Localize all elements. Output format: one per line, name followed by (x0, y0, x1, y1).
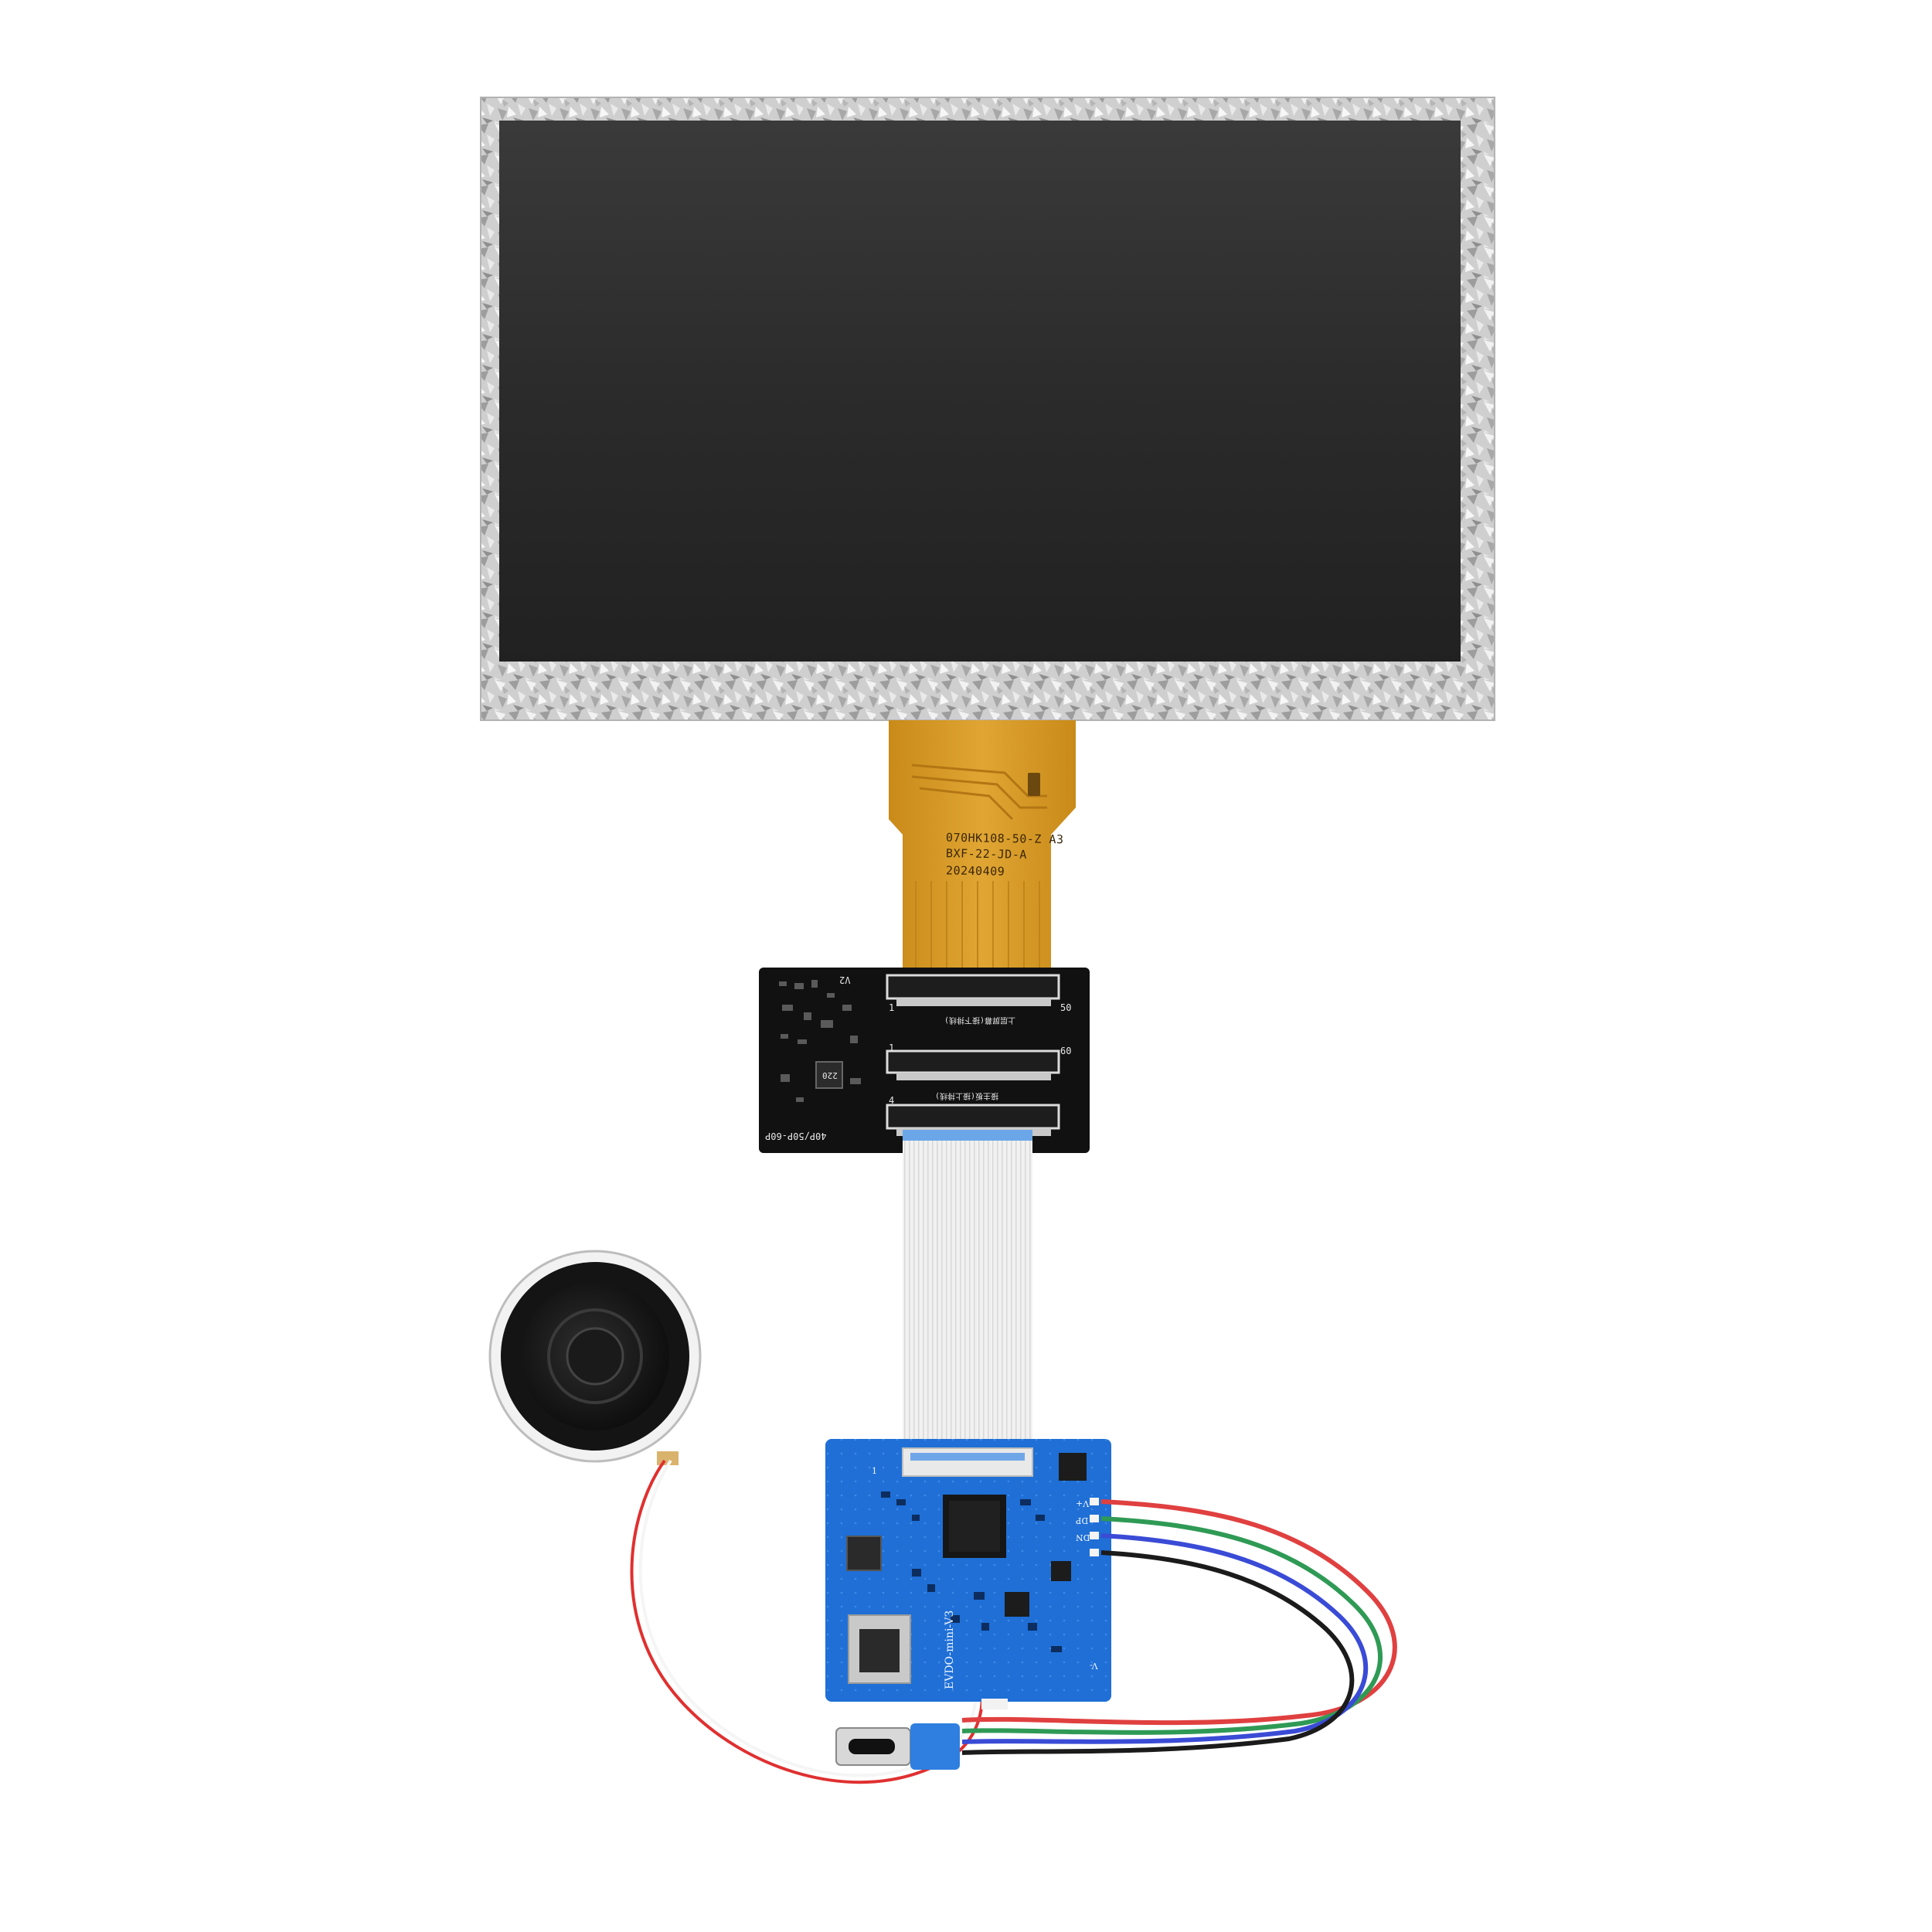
driver-board (825, 1439, 1111, 1709)
adapter-version: V2 (839, 975, 851, 985)
inductor-code: 220 (822, 1070, 838, 1080)
ribbon-cable (903, 1130, 1032, 1448)
driver-board-model: EVDO-mini-V3 (944, 1610, 956, 1689)
speaker (488, 1250, 702, 1465)
fpc-connector-top (886, 974, 1060, 1000)
pin-50-label: 50 (1060, 1002, 1072, 1013)
pin-1-top-label: 1 (889, 1002, 895, 1013)
usb-c-connector (835, 1723, 960, 1770)
audio-chip (1005, 1592, 1029, 1617)
pin-60-label: 60 (1060, 1046, 1072, 1056)
adapter-board (759, 968, 1090, 1153)
fpc-connector-bottom (886, 1104, 1060, 1130)
fpc-batch-code: BXF-22-JD-A (945, 846, 1028, 862)
pin-vplus-label: V+ (1076, 1498, 1090, 1509)
lcd-fpc-cable (889, 720, 1076, 970)
lcd-screen (499, 121, 1461, 662)
speaker-wire-red (630, 1459, 984, 1784)
pin-vminus-label: V- (1090, 1661, 1098, 1671)
connector-note-screen: 上层屏幕(接下排线) (944, 1015, 1016, 1024)
speaker-connector (981, 1699, 1008, 1709)
inductor (815, 1061, 843, 1089)
ribbon-connector (902, 1447, 1033, 1477)
pin-1-middle-label: 1 (889, 1043, 895, 1053)
lcd-panel (480, 97, 1495, 721)
fpc-date-code: 20240409 (945, 863, 1005, 879)
pin-4-label: 4 (889, 1095, 895, 1106)
pin-dp-label: DP (1076, 1515, 1089, 1526)
pin-1-driver-label: 1 (872, 1466, 877, 1476)
inductor (846, 1536, 882, 1571)
adapter-board-label: 40P/50P-60P (765, 1131, 827, 1141)
fpc-part-number: 070HK108-50-Z A3 (945, 830, 1064, 847)
pin-dn-label: DN (1076, 1532, 1090, 1543)
connector-note-mainboard: 接主板(接上排线) (935, 1091, 999, 1100)
usb-cable (961, 1499, 1397, 1755)
fpc-connector-middle (886, 1049, 1060, 1074)
